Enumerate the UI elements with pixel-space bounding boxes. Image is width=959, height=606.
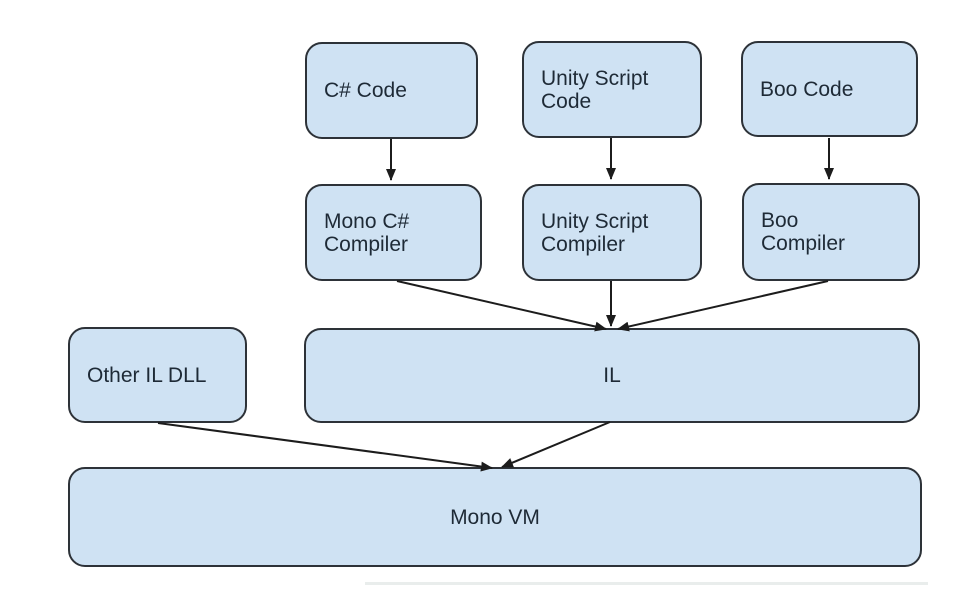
arrow-boo-compiler-to-il <box>617 280 829 332</box>
arrow-il-to-mono-vm <box>501 421 611 468</box>
node-mono-cs-compiler: Mono C# Compiler <box>305 184 482 281</box>
node-boo-compiler: Boo Compiler <box>742 183 920 281</box>
node-il: IL <box>304 328 920 423</box>
node-other-il-dll: Other IL DLL <box>68 327 247 423</box>
node-unity-script-compiler: Unity Script Compiler <box>522 184 702 281</box>
node-unity-script-code: Unity Script Code <box>522 41 702 138</box>
node-csharp-code: C# Code <box>305 42 478 139</box>
arrow-other-il-dll-to-mono-vm <box>157 422 493 472</box>
node-mono-vm: Mono VM <box>68 467 922 567</box>
arrow-mono-cs-compiler-to-il <box>396 280 607 332</box>
node-boo-code: Boo Code <box>741 41 918 137</box>
faint-horizontal-line <box>365 582 928 585</box>
